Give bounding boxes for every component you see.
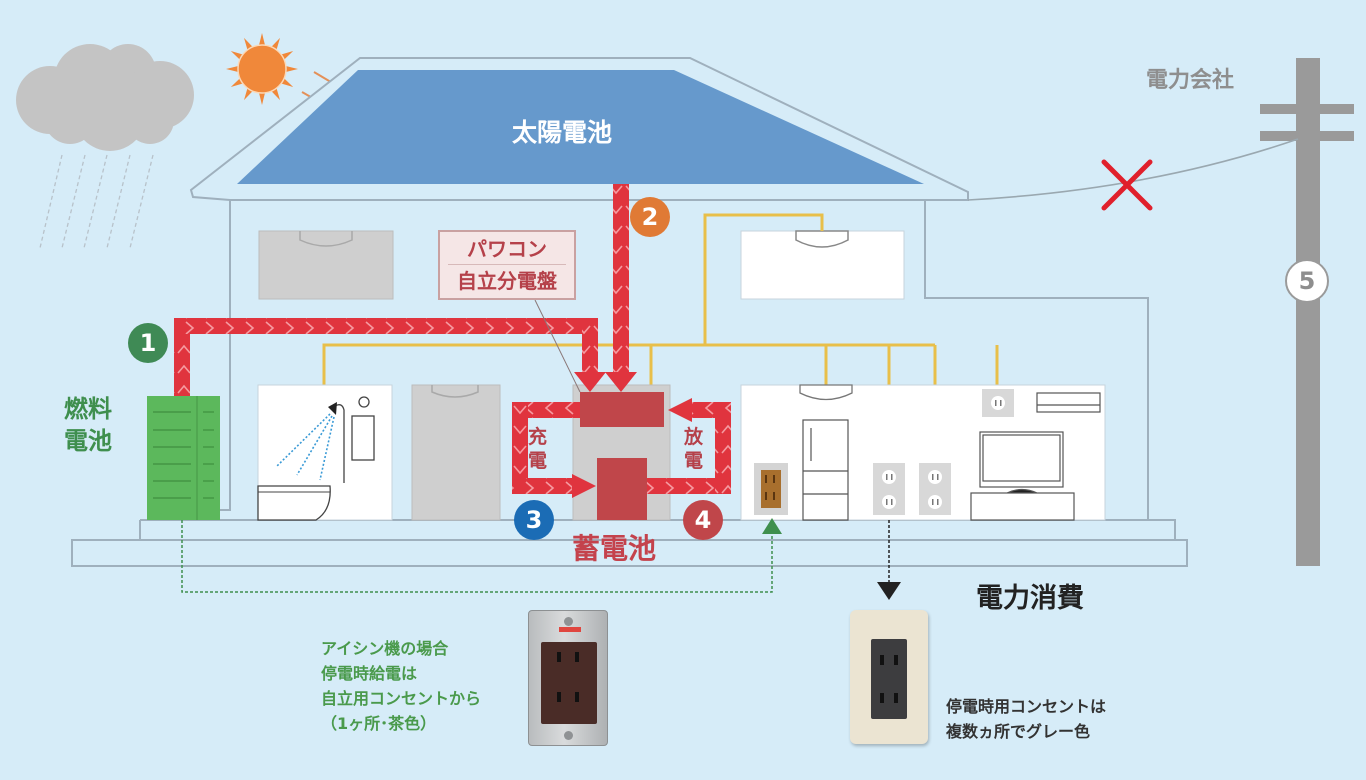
power-conditioner-label-line2: 自立分電盤 <box>457 269 557 293</box>
power-conditioner-label: パワコン 自立分電盤 <box>438 230 576 300</box>
sun-ray <box>258 33 266 48</box>
sun-ray <box>226 65 241 73</box>
shower-bath-icon <box>257 384 393 521</box>
power-conditioner-unit <box>580 392 664 427</box>
step-badge-3: 3 <box>514 500 554 540</box>
flow-fuel-cell-up <box>174 318 190 396</box>
tv-icon <box>970 431 1075 521</box>
outage-outlet-connector <box>181 518 901 600</box>
living-room <box>740 384 1106 521</box>
power-company-label: 電力会社 <box>1146 68 1235 93</box>
power-flow-arrows <box>174 184 731 498</box>
refrigerator-icon <box>802 419 849 521</box>
grey-outlet-photo <box>850 610 928 744</box>
charge-label: 充電 <box>528 426 548 472</box>
power-conditioner-label-line1: パワコン <box>448 234 566 265</box>
air-conditioner-icon <box>1036 392 1101 413</box>
outlet-icon <box>873 463 905 515</box>
outage-outlet-note: 停電時用コンセントは 複数ヵ所でグレー色 <box>946 694 1106 744</box>
solar-panel <box>237 70 924 184</box>
utility-pole-icon <box>967 58 1354 566</box>
brown-outlet-icon <box>754 463 788 515</box>
upper-left-room <box>258 230 394 300</box>
aisin-note-line: 自立用コンセントから <box>321 689 482 708</box>
outage-outlet-note-line: 複数ヵ所でグレー色 <box>946 722 1091 741</box>
discharge-label: 放電 <box>684 426 704 472</box>
roof <box>189 57 969 201</box>
ceiling-light-icon <box>799 384 853 401</box>
rain-cloud-icon <box>16 44 194 249</box>
aisin-note-line: アイシン機の場合 <box>321 639 449 658</box>
aisin-note: アイシン機の場合 停電時給電は 自立用コンセントから （1ヶ所･茶色） <box>321 636 481 736</box>
outlet-face <box>541 642 597 724</box>
storage-battery-label: 蓄電池 <box>572 532 657 565</box>
outage-outlet-note-line: 停電時用コンセントは <box>946 697 1107 716</box>
screw-icon <box>564 731 573 740</box>
cut-line-x-icon <box>1101 159 1153 211</box>
power-consumption-label: 電力消費 <box>976 583 1084 614</box>
upper-right-room <box>740 230 905 300</box>
outlet-tag <box>559 627 581 632</box>
aisin-note-line: （1ヶ所･茶色） <box>321 714 437 733</box>
flow-fuel-cell-across <box>174 318 598 334</box>
solar-battery-label: 太陽電池 <box>512 118 613 147</box>
fuel-cell-label: 燃料電池 <box>64 395 112 455</box>
step-badge-4: 4 <box>683 500 723 540</box>
storage-battery-unit <box>597 458 647 520</box>
sun-ray <box>258 90 266 105</box>
step-badge-2: 2 <box>630 197 670 237</box>
sun-ray <box>283 65 298 73</box>
outlet-face <box>871 639 907 719</box>
step-badge-5: 5 <box>1285 259 1329 303</box>
outlet-icon <box>982 389 1014 417</box>
ceiling-light-icon <box>795 230 849 248</box>
flow-solar-down <box>613 184 629 376</box>
battery-room <box>572 384 671 521</box>
aisin-note-line: 停電時給電は <box>321 664 418 683</box>
outlet-icon <box>919 463 951 515</box>
step-badge-1: 1 <box>128 323 168 363</box>
grey-room <box>411 384 501 521</box>
brown-outlet-photo <box>528 610 608 746</box>
screw-icon <box>564 617 573 626</box>
fuel-cell-unit <box>147 396 220 520</box>
